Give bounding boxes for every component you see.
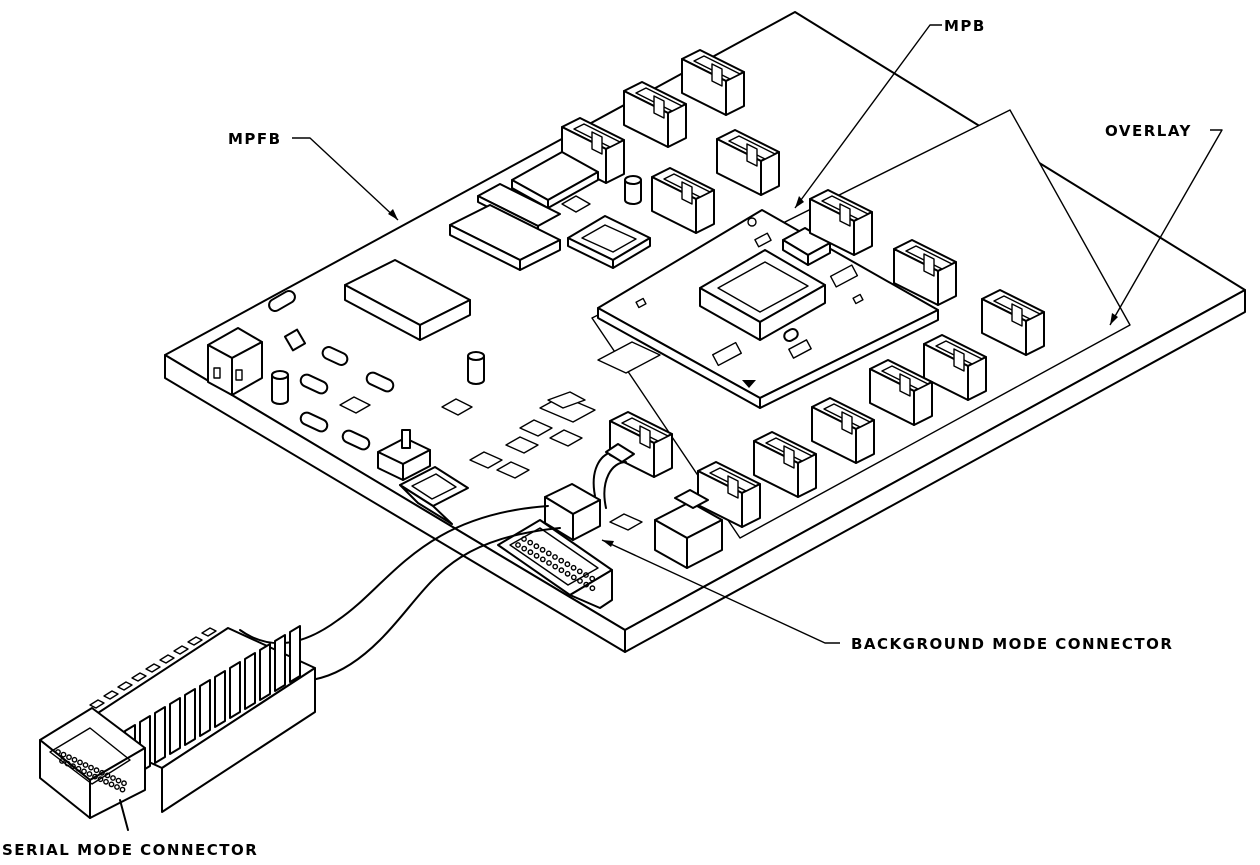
background-mode-connector-label: BACKGROUND MODE CONNECTOR bbox=[851, 635, 1173, 653]
header-connectors bbox=[561, 49, 1045, 528]
mpfb-label: MPFB bbox=[228, 130, 282, 148]
db25-board-connector bbox=[497, 519, 613, 609]
box-header bbox=[651, 167, 715, 234]
box-header bbox=[561, 117, 625, 184]
passive-components bbox=[268, 175, 799, 451]
jumper-block bbox=[654, 489, 723, 569]
db9-connector bbox=[399, 466, 469, 525]
box-header bbox=[869, 359, 933, 426]
box-header bbox=[753, 431, 817, 498]
dip-switch bbox=[377, 429, 431, 481]
box-header bbox=[893, 239, 957, 306]
box-header bbox=[811, 397, 875, 464]
box-header bbox=[623, 81, 687, 148]
box-header bbox=[809, 189, 873, 256]
box-header bbox=[681, 49, 745, 116]
terminal-block bbox=[207, 327, 263, 396]
box-header bbox=[609, 411, 673, 478]
box-header bbox=[923, 334, 987, 401]
mpb-board bbox=[597, 209, 939, 409]
serial-mode-connector bbox=[39, 625, 316, 831]
mpb-label: MPB bbox=[944, 17, 986, 35]
box-header bbox=[716, 129, 780, 196]
box-header bbox=[697, 461, 761, 528]
callout-leaders bbox=[292, 24, 1223, 644]
mpfb-chips bbox=[339, 151, 661, 531]
overlay-label: OVERLAY bbox=[1105, 122, 1192, 140]
background-mode-connector bbox=[544, 443, 635, 541]
box-header bbox=[981, 289, 1045, 356]
mpb-processor-chip bbox=[699, 249, 826, 341]
mpb-crystal bbox=[782, 227, 831, 266]
pin1-marker-icon bbox=[742, 380, 756, 388]
serial-mode-connector-label: SERIAL MODE CONNECTOR bbox=[2, 841, 258, 859]
